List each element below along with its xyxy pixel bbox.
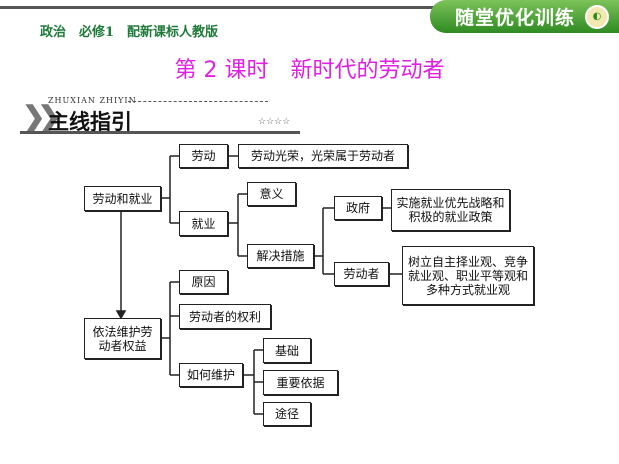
node-meaning: 意义 xyxy=(247,182,296,206)
node-important-basis: 重要依据 xyxy=(263,370,338,395)
node-labor: 劳动 xyxy=(179,144,228,168)
node-government: 政府 xyxy=(334,196,382,220)
page-title: 第 2 课时 新时代的劳动者 xyxy=(174,58,445,83)
section-pinyin: ZHUXIAN ZHIYIN xyxy=(48,96,137,105)
node-labor-glory: 劳动光荣，光荣属于劳动者 xyxy=(238,144,408,168)
divider xyxy=(128,101,268,102)
node-laborer-view: 树立自主择业观、竞争就业观、职业平等观和多种方式就业观 xyxy=(402,246,534,305)
node-laborer: 劳动者 xyxy=(334,262,389,286)
banner-title: 随堂优化训练 xyxy=(455,7,576,29)
subject-label: 政治 必修1 配新课标人教版 xyxy=(40,25,219,40)
node-labor-employment: 劳动和就业 xyxy=(84,186,161,211)
node-how-protect: 如何维护 xyxy=(179,363,243,387)
header-rule xyxy=(0,6,440,9)
node-way: 途径 xyxy=(263,402,311,426)
node-employment: 就业 xyxy=(179,211,228,236)
section-heading: 主线指引 xyxy=(48,110,132,134)
node-basis: 基础 xyxy=(263,338,311,363)
section-underline xyxy=(20,131,300,134)
logo-badge-icon: ◐ xyxy=(585,5,609,29)
node-solutions: 解决措施 xyxy=(247,244,314,268)
node-rights: 劳动者的权利 xyxy=(179,304,271,329)
node-protect-rights: 依法维护劳动者权益 xyxy=(84,318,161,359)
rating-stars: ☆☆☆☆ xyxy=(258,117,291,127)
node-reason: 原因 xyxy=(179,270,228,294)
node-gov-policy: 实施就业优先战略和积极的就业政策 xyxy=(391,189,510,231)
